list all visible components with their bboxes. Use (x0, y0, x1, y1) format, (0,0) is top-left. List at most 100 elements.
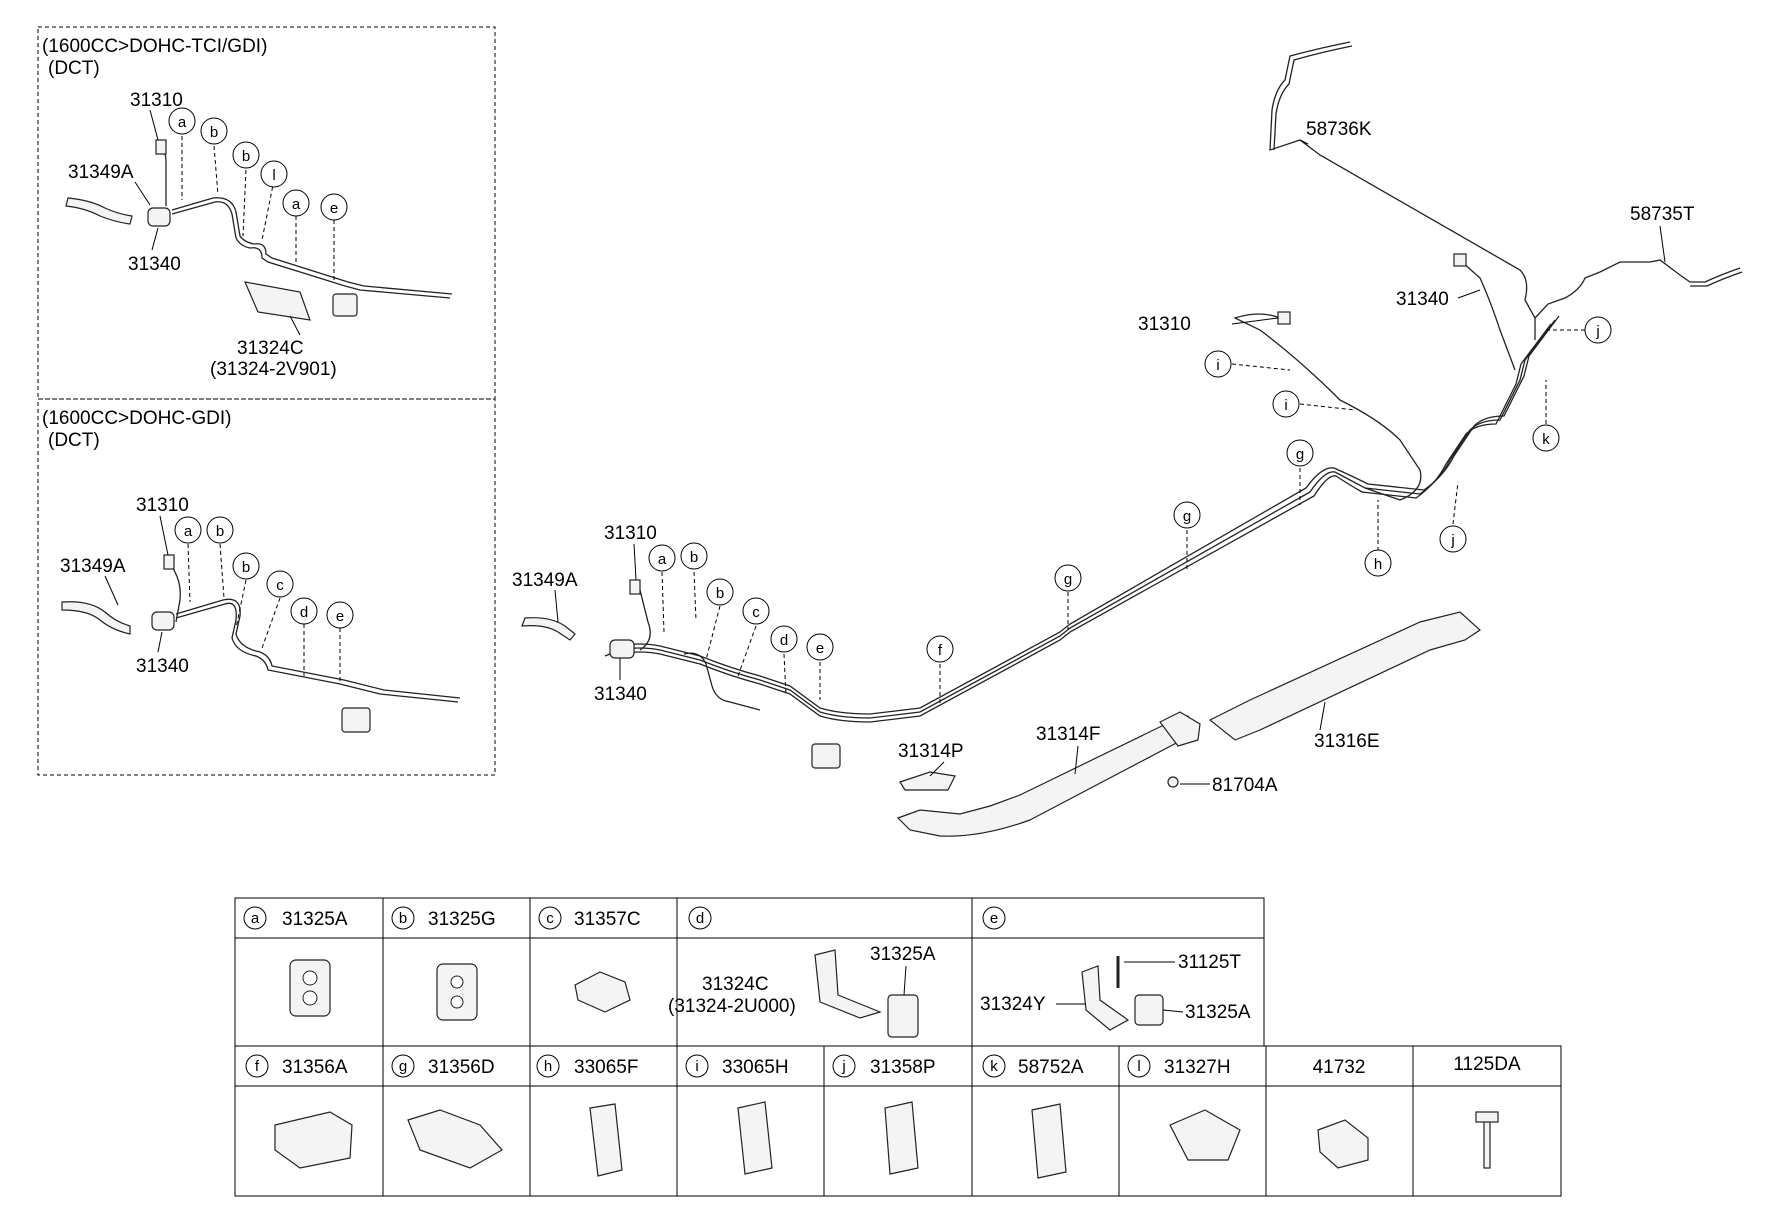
svg-text:i: i (695, 1058, 698, 1075)
svg-text:e: e (330, 200, 338, 217)
svg-text:b: b (399, 910, 407, 927)
svg-text:d: d (300, 604, 308, 621)
part-label-31340-top: 31340 (1396, 289, 1449, 310)
svg-text:b: b (242, 148, 250, 165)
svg-text:a: a (178, 114, 187, 131)
clip-33065h-drawing (737, 1101, 773, 1175)
part-label-31340: 31340 (594, 684, 647, 705)
bracket-31324c (244, 281, 311, 321)
svg-text:a: a (292, 196, 301, 213)
svg-text:b: b (216, 523, 224, 540)
bolt-81704a (1167, 776, 1179, 788)
table-part-33065f: 33065F (574, 1057, 638, 1078)
clip-callout-a (168, 107, 196, 135)
table-part-1125da: 1125DA (1453, 1054, 1521, 1075)
part-label-31324-2v901: (31324-2V901) (210, 359, 337, 380)
clip-callout-d (290, 597, 318, 625)
clip-callout-b (232, 141, 260, 169)
clip-callout-c (266, 570, 294, 598)
svg-text:g: g (1183, 508, 1191, 525)
hose-31349a (521, 617, 576, 641)
clip-callout-c (742, 597, 770, 625)
table-d-31325a: 31325A (870, 944, 936, 965)
svg-text:b: b (690, 549, 698, 566)
svg-text:g: g (1296, 446, 1304, 463)
clip-callout-e (806, 633, 834, 661)
clip-31358p-drawing (884, 1101, 919, 1175)
svg-text:a: a (658, 551, 667, 568)
table-row-1: a 31325A b 31325G c 31357C d e (243, 906, 1006, 930)
table-part-31356a: 31356A (282, 1057, 348, 1078)
inset-gdi: (1600CC>DOHC-GDI) (DCT) 31310 31349A 313… (37, 398, 496, 776)
inset-title: (1600CC>DOHC-GDI) (42, 408, 232, 429)
clip-callout-b (200, 117, 228, 145)
part-label-81704a: 81704A (1212, 775, 1278, 796)
clip-callout-k (1532, 424, 1560, 452)
table-e-31324y: 31324Y (980, 994, 1046, 1015)
filter-31340 (151, 611, 175, 631)
clip-callout-h (1364, 549, 1392, 577)
part-label-31324c: 31324C (237, 338, 304, 359)
table-row-2: f 31356A g 31356D h 33065F i 33065H j 31… (245, 1054, 1521, 1078)
table-part-31325g: 31325G (428, 909, 496, 930)
clip-e-part (341, 707, 371, 733)
svg-text:k: k (990, 1058, 998, 1075)
part-label-31310: 31310 (130, 90, 183, 111)
part-label-31314f: 31314F (1036, 724, 1100, 745)
connector-31310 (163, 554, 175, 570)
table-part-41732: 41732 (1313, 1057, 1366, 1078)
clip-callout-b (232, 552, 260, 580)
clip-callout-e (320, 193, 348, 221)
shield-31314f (896, 715, 1196, 837)
table-part-31358p: 31358P (870, 1057, 936, 1078)
svg-text:i: i (1216, 357, 1219, 374)
svg-text:g: g (1064, 571, 1072, 588)
bracket-31324y-drawing (1081, 965, 1130, 1031)
svg-text:c: c (276, 577, 284, 594)
svg-text:j: j (1595, 323, 1599, 340)
svg-text:g: g (399, 1058, 407, 1075)
svg-text:e: e (816, 640, 824, 657)
clip-31325a-drawing (887, 994, 919, 1038)
hose-31349a (61, 601, 131, 635)
clip-callout-g (1054, 564, 1082, 592)
clip-31325a-drawing (289, 959, 331, 1017)
part-label-31310-top: 31310 (1138, 314, 1191, 335)
clip-31325a-drawing (1134, 994, 1164, 1026)
table-part-33065h: 33065H (722, 1057, 789, 1078)
clip-callout-a (282, 189, 310, 217)
clip-e-part (811, 743, 841, 769)
inset-frame (37, 26, 496, 400)
clip-31356a-drawing (274, 1111, 353, 1169)
clip-callout-j (1439, 525, 1467, 553)
svg-text:h: h (1374, 556, 1382, 573)
clip-31356d-drawing (407, 1109, 503, 1169)
clip-41732-drawing (1317, 1119, 1369, 1169)
shield-31314p (899, 771, 956, 791)
shield-31316e (1208, 611, 1481, 741)
part-label-31340: 31340 (128, 254, 181, 275)
part-label-31316e: 31316E (1314, 731, 1380, 752)
part-label-58735t: 58735T (1630, 204, 1695, 225)
svg-text:h: h (544, 1058, 552, 1075)
main-fuel-line-assembly: 58736K 58735T 31340 31310 31310 31349A 3… (512, 41, 1743, 837)
svg-text:f: f (938, 642, 943, 659)
table-e-31125t: 31125T (1178, 952, 1241, 973)
hose-31349a (65, 197, 133, 225)
svg-text:b: b (716, 585, 724, 602)
table-d-31324-2u000: (31324-2U000) (668, 996, 796, 1017)
svg-text:i: i (1284, 397, 1287, 414)
connector-31310 (155, 139, 167, 155)
connector-31340-top (1453, 253, 1467, 267)
part-label-31340: 31340 (136, 656, 189, 677)
svg-text:j: j (1450, 532, 1454, 549)
inset-subtitle: (DCT) (48, 58, 100, 79)
part-label-31310: 31310 (136, 495, 189, 516)
clip-31325g-drawing (436, 963, 478, 1021)
filter-31340 (147, 207, 171, 227)
main-clip-callouts: a b b c d e f g g g (648, 316, 1612, 706)
clip-callout-i (1204, 350, 1232, 378)
pipe-31310 (159, 147, 167, 206)
svg-text:l: l (1137, 1058, 1140, 1075)
clip-e-part (332, 293, 358, 317)
